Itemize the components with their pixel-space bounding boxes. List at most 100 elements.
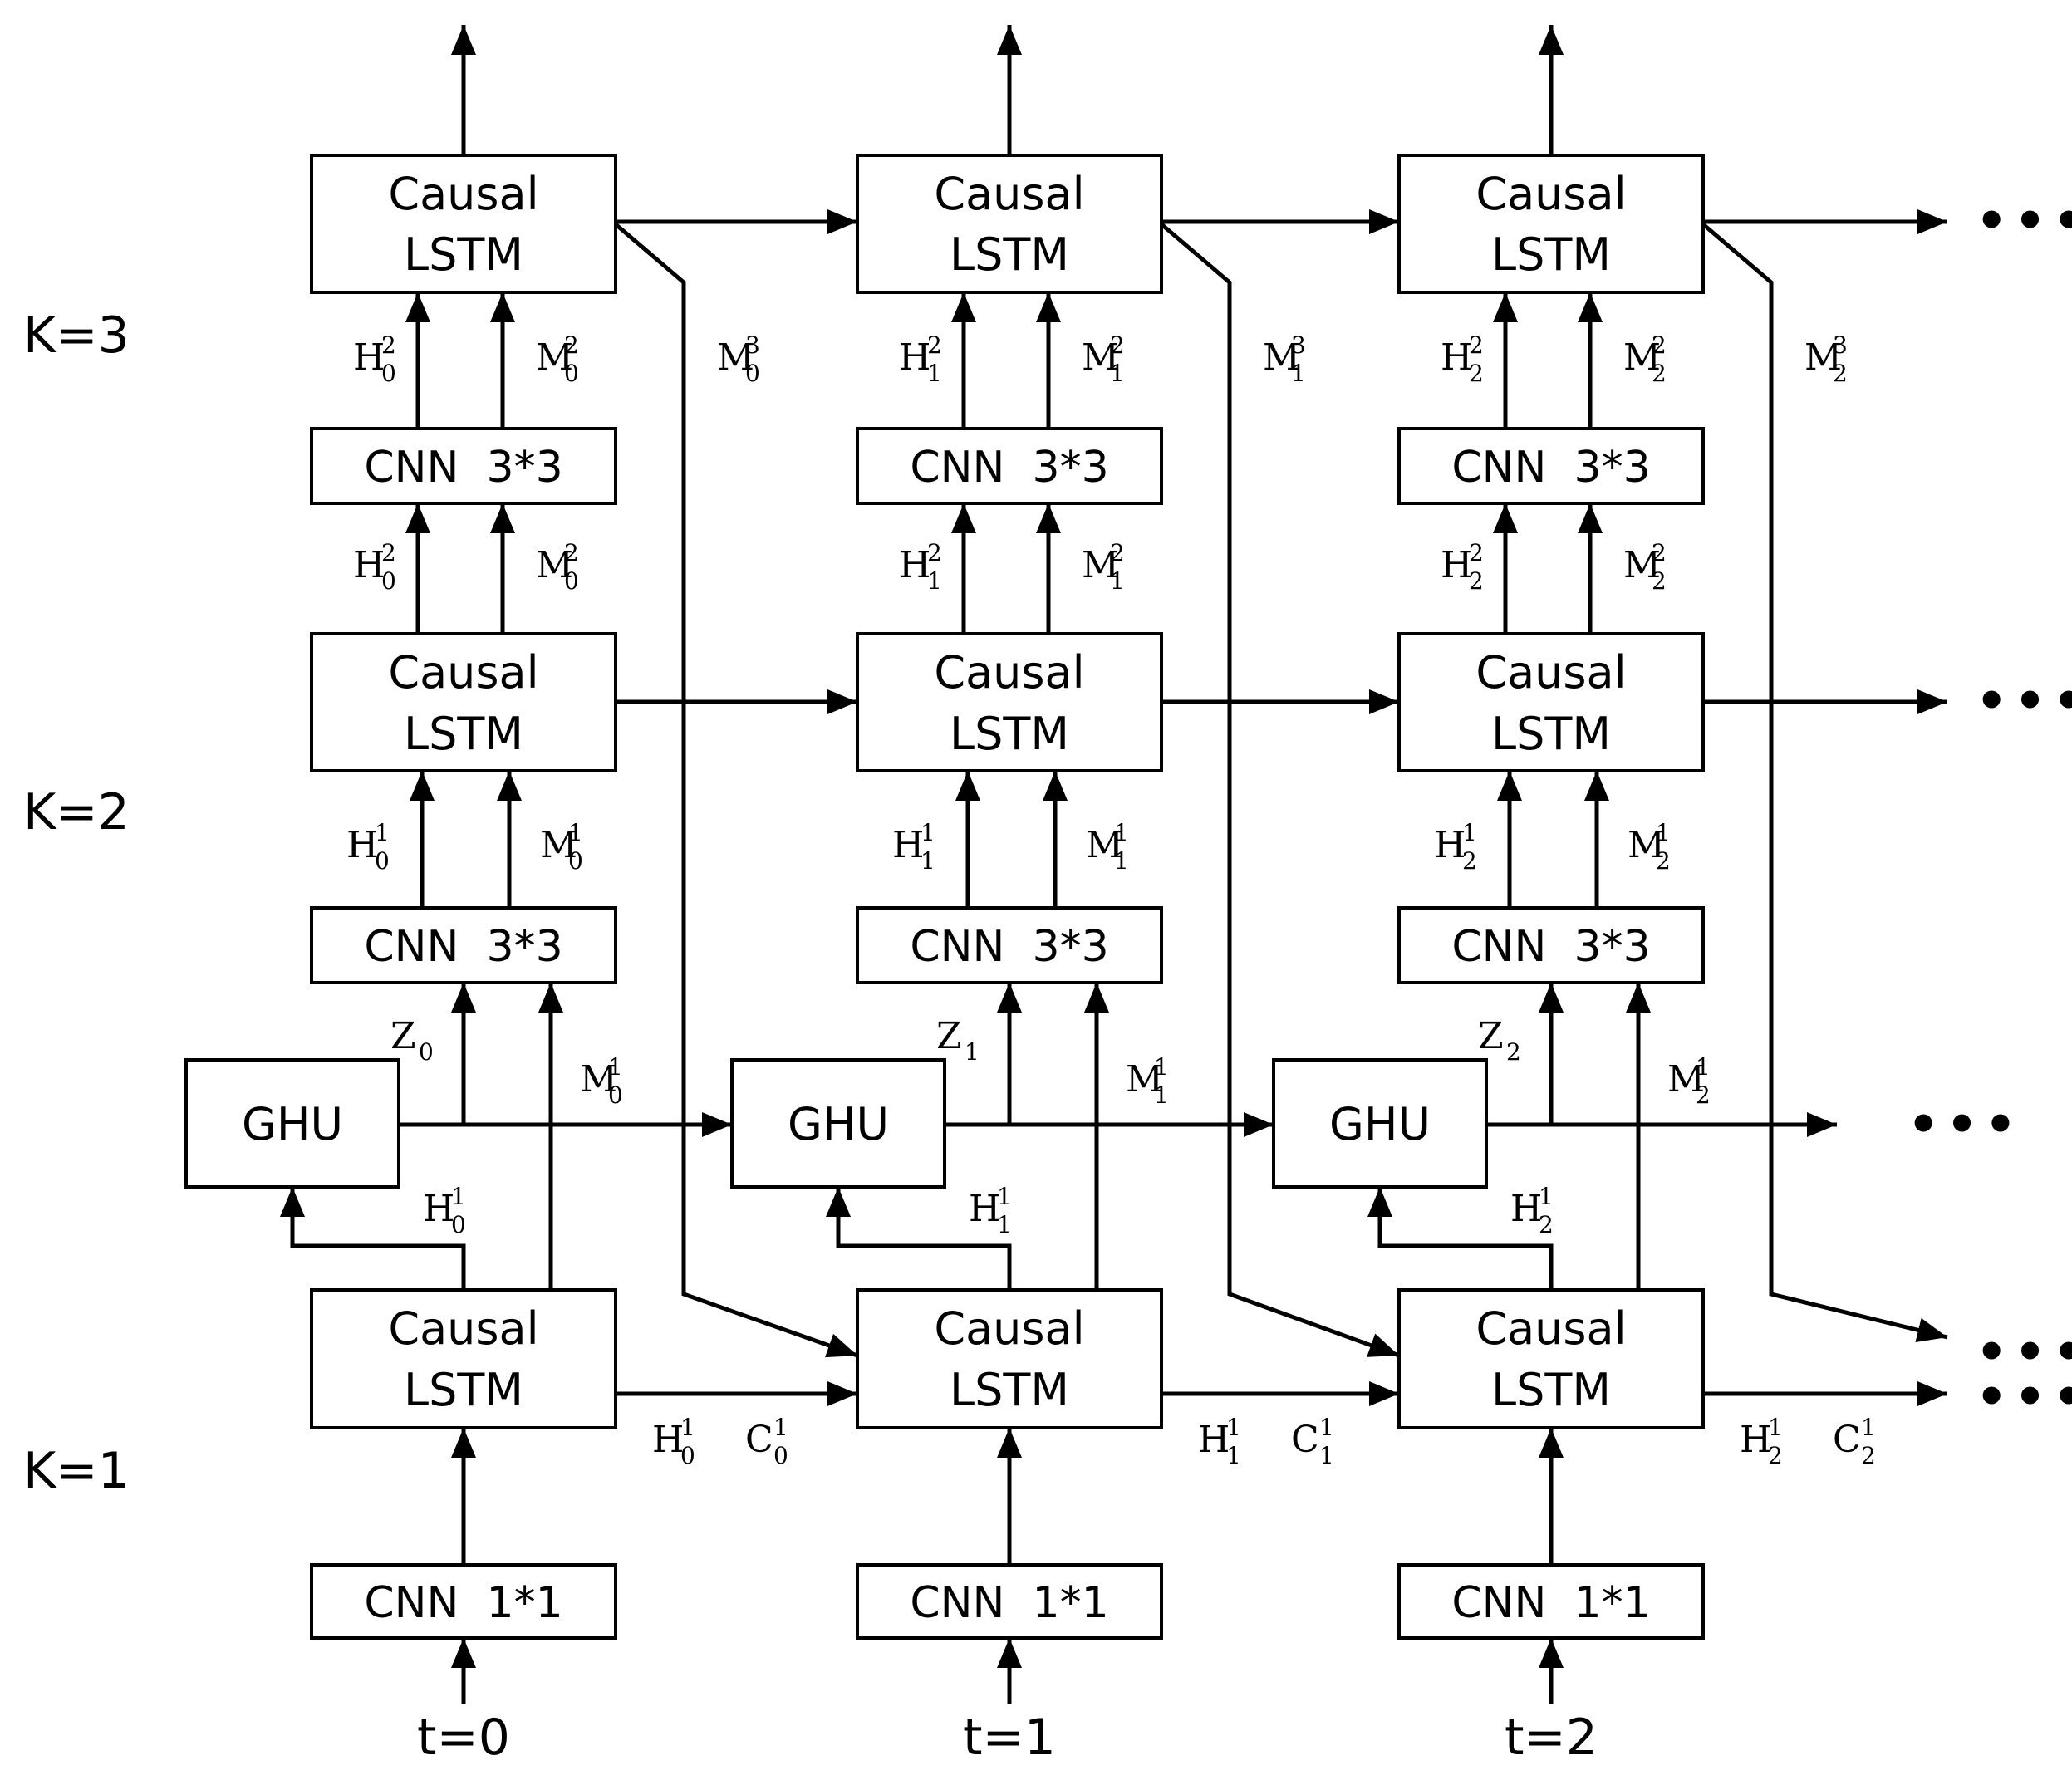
label-h1-out-2-superscript: 1 [1768,1414,1783,1441]
label-h1-ghu-2: H12 [1510,1183,1554,1238]
m3-diag-flow-1 [1160,223,1400,1358]
label-h1-out-1-symbol: H [1198,1419,1230,1461]
m1-bottom-arrow-1-head [1084,983,1109,1013]
cnn-mid-label-2: CNN 3*3 [1451,922,1650,972]
label-z-1-symbol: Z [936,1015,962,1057]
label-m3-diag-0: M30 [717,331,760,387]
label-h2-upper-1-subscript: 1 [927,360,942,387]
label-m2-lower-1-subscript: 1 [1110,567,1125,595]
m2-upper-arrow-1-head [1036,292,1061,322]
m1-upper-arrow-2-head [1584,771,1609,801]
label-m2-upper-2-superscript: 2 [1652,331,1667,359]
continuation-dots-0: ••• [1976,192,2072,250]
label-m2-lower-0: M20 [536,539,579,595]
label-z-2-symbol: Z [1478,1015,1504,1057]
time-label-0: t=0 [417,1709,510,1767]
bottom-lstm-line1-2: Causal [1475,1302,1626,1355]
label-m2-upper-0-subscript: 0 [564,360,579,387]
label-h1-upper-2-subscript: 2 [1462,847,1477,875]
h1-ghu-arrow-2-head [1367,1187,1392,1217]
m3-diag-flow-0 [614,223,858,1358]
label-m2-lower-1-symbol: M [1082,544,1119,586]
label-m3-diag-1-superscript: 3 [1291,331,1306,359]
label-m1-upper-2: M12 [1628,819,1671,875]
bottom-lstm-line1-1: Causal [934,1302,1084,1355]
label-m1-upper-2-symbol: M [1628,824,1665,866]
top-lstm-line1-1: Causal [934,168,1084,220]
label-h2-lower-2-symbol: H [1441,544,1472,586]
label-m3-diag-1: M31 [1263,331,1306,387]
top-lstm-line2-1: LSTM [950,228,1069,281]
label-m2-upper-0-symbol: M [536,336,573,379]
label-h1-ghu-0: H10 [423,1183,466,1238]
mid-lstm-line2-2: LSTM [1491,708,1611,760]
top-lstm-line2-0: LSTM [404,228,523,281]
label-h1-out-1-subscript: 1 [1226,1442,1241,1469]
label-m1-ghu-1-symbol: M [1126,1058,1163,1101]
time-input-arrow-1-head [997,1638,1022,1668]
cnn-top-box-2 [1397,427,1705,505]
h2-upper-arrow-0-head [405,292,430,322]
mid-lstm-line1-0: Causal [388,646,538,699]
label-m2-upper-1-superscript: 2 [1110,331,1125,359]
label-m2-lower-1: M21 [1082,539,1125,595]
label-h2-lower-0: H20 [353,539,396,595]
label-h2-upper-0-superscript: 2 [381,331,396,359]
label-m1-upper-0-superscript: 1 [568,819,583,846]
label-h1-out-2: H12 [1740,1414,1783,1469]
label-z-1-subscript: 1 [965,1038,980,1066]
label-h1-upper-2-superscript: 1 [1462,819,1477,846]
cnn-in-arrow-0-head [451,1428,476,1458]
cnn-mid-box-2 [1397,906,1705,984]
label-m2-upper-0-superscript: 2 [564,331,579,359]
m2-lower-arrow-1-head [1036,503,1061,533]
ghu-label-2: GHU [1329,1098,1431,1150]
cnn-top-box-0 [310,427,617,505]
label-h1-upper-1-subscript: 1 [921,847,935,875]
h1-upper-arrow-2-head [1497,771,1522,801]
top-output-arrow-0-head [451,25,476,55]
m1-upper-arrow-0-head [497,771,522,801]
label-m3-diag-2: M32 [1804,331,1848,387]
label-m1-upper-1: M11 [1086,819,1129,875]
ghu-box-1 [730,1058,946,1189]
label-m2-upper-1: M21 [1082,331,1125,387]
cnn-input-label-0: CNN 1*1 [364,1578,562,1628]
label-c1-out-0-subscript: 0 [773,1442,788,1469]
m1-upper-arrow-1-head [1043,771,1068,801]
h2-lower-arrow-0-head [405,503,430,533]
label-h1-ghu-0-subscript: 0 [451,1211,466,1238]
label-h1-ghu-2-superscript: 1 [1539,1183,1554,1210]
cnn-mid-label-0: CNN 3*3 [364,922,562,972]
label-h2-lower-1: H21 [899,539,942,595]
label-h2-lower-2-superscript: 2 [1469,539,1484,566]
label-c1-out-0-superscript: 1 [773,1414,788,1441]
label-h1-out-0-superscript: 1 [680,1414,695,1441]
mid-lstm-line2-1: LSTM [950,708,1069,760]
label-h1-ghu-1-superscript: 1 [997,1183,1012,1210]
label-m3-diag-2-subscript: 2 [1833,360,1848,387]
m1-bottom-arrow-2-head [1626,983,1651,1013]
cnn-input-box-1 [856,1563,1163,1640]
continuation-dots-3: ••• [1976,1323,2072,1381]
label-h1-ghu-0-symbol: H [423,1188,454,1230]
label-h2-upper-1: H21 [899,331,942,387]
label-m1-upper-1-symbol: M [1086,824,1123,866]
m2-lower-arrow-0-head [490,503,515,533]
label-m2-lower-2: M22 [1623,539,1667,595]
label-m1-ghu-0-symbol: M [580,1058,617,1101]
label-m2-upper-2-subscript: 2 [1652,360,1667,387]
cnn-mid-box-0 [310,906,617,984]
label-h2-lower-2-subscript: 2 [1469,567,1484,595]
label-m2-lower-0-subscript: 0 [564,567,579,595]
label-m2-upper-0: M20 [536,331,579,387]
m3-diag-flow-0-head [825,1333,857,1358]
label-h2-upper-2-symbol: H [1441,336,1472,379]
label-h2-lower-2: H22 [1441,539,1484,595]
label-h2-lower-1-superscript: 2 [927,539,942,566]
mid-lstm-line1-1: Causal [934,646,1084,699]
cnn-top-box-1 [856,427,1163,505]
label-m1-upper-2-subscript: 2 [1656,847,1671,875]
